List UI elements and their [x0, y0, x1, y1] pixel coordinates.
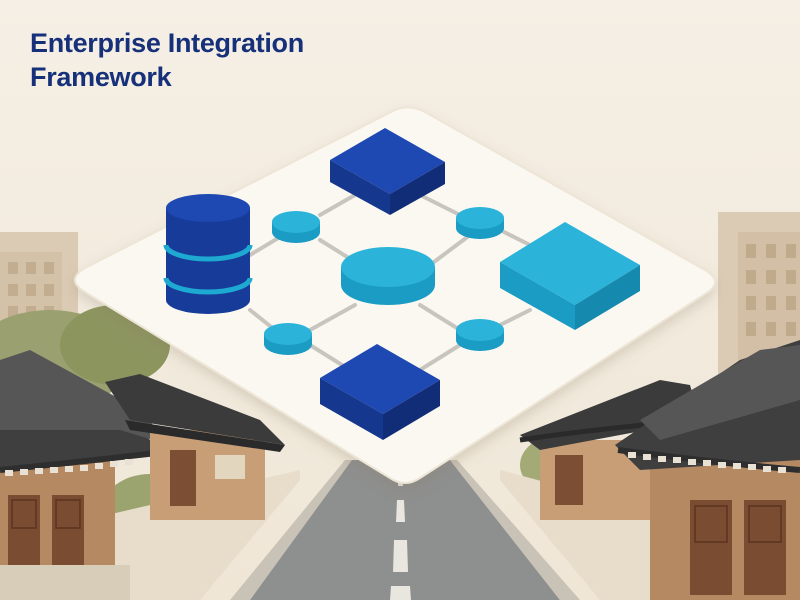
connector-node-top-right	[456, 207, 504, 239]
hub-node-icon	[341, 247, 435, 305]
connector-node-top-left	[272, 211, 320, 243]
service-block-bottom	[320, 344, 440, 440]
page-title: Enterprise Integration Framework	[30, 28, 304, 92]
left-apartment-building	[0, 232, 78, 342]
connector-node-bottom-left	[264, 323, 312, 355]
database-icon	[163, 194, 253, 314]
road-shoulder	[230, 460, 352, 600]
left-hanok-house-2	[105, 374, 285, 520]
service-block-right	[500, 222, 640, 330]
right-hanok-house	[615, 340, 800, 600]
connector-node-bottom-right	[456, 319, 504, 351]
road	[250, 460, 560, 600]
service-block-top	[330, 128, 445, 215]
connection-lines	[248, 193, 532, 372]
